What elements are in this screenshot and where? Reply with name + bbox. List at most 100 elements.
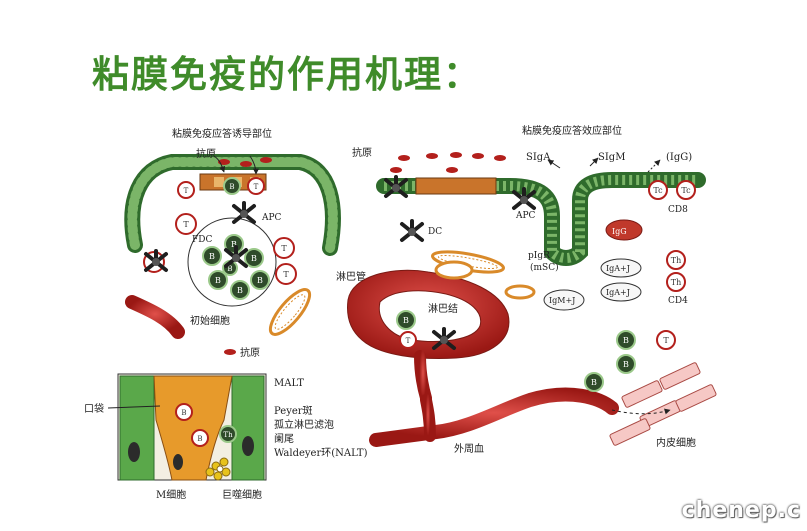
- lymphocyte-b: B: [202, 246, 222, 266]
- endothelial-cells: [609, 362, 717, 446]
- lymphocyte-letter: Th: [671, 256, 682, 265]
- siga-label: SIgA: [526, 152, 551, 163]
- lymphocyte-letter: T: [254, 183, 259, 191]
- lymphocyte-t: T: [175, 213, 197, 235]
- apc-cell: [144, 249, 168, 272]
- appendix-label: 阑尾: [274, 432, 294, 445]
- lymphocyte-t: T: [399, 331, 417, 349]
- lymphocyte-letter: B: [623, 360, 629, 369]
- antigen-label-bottom: 抗原: [240, 346, 260, 359]
- lymphocyte-letter: B: [215, 276, 221, 285]
- peyer-label: Peyer斑: [274, 404, 313, 417]
- lymphocyte-b: B: [175, 403, 193, 421]
- lymphocyte-th: Th: [666, 250, 686, 270]
- arrow: [589, 157, 599, 167]
- endothelial-label: 内皮细胞: [656, 436, 696, 449]
- malt-label: MALT: [274, 378, 304, 389]
- lymphocyte-letter: B: [231, 240, 237, 249]
- igg-label: (IgG): [666, 152, 692, 163]
- lymphocyte-letter: B: [227, 265, 232, 273]
- msc-label: (mSC): [530, 262, 559, 273]
- lymphocyte-b: B: [396, 310, 416, 330]
- page-title: 粘膜免疫的作用机理：: [92, 53, 482, 96]
- lymphocyte-letter: Tc: [681, 186, 691, 195]
- fdc-label: FDC: [192, 235, 212, 245]
- macrophage-icon: [205, 457, 231, 481]
- lymph-duct-label: 淋巴管: [336, 270, 366, 283]
- apc-nucleus: [392, 184, 400, 192]
- lymphocyte-b: B: [616, 354, 636, 374]
- apc-cell: [400, 219, 424, 242]
- lymphocyte-letter: B: [181, 409, 186, 417]
- immune-cells: TTTTBBBBBBBTBTTcTcThThTBBBBTBBTh: [143, 177, 696, 447]
- apc-nucleus: [232, 254, 240, 262]
- iga-j-cell-2: IgA+J: [600, 282, 642, 302]
- pocket-label: 口袋: [84, 402, 104, 415]
- lymphocyte-b: B: [208, 270, 228, 290]
- antigen-particle-bottom: [224, 349, 236, 355]
- apc-cell: [232, 201, 256, 224]
- lymphocyte-b: B: [250, 270, 270, 290]
- apc-nucleus: [408, 228, 416, 236]
- antigen-label-right: 抗原: [352, 146, 372, 159]
- igm-j-cell: IgM+J: [543, 289, 585, 311]
- watermark: chenep.c: [681, 498, 801, 523]
- m-cell-label: M细胞: [156, 488, 186, 501]
- sigm-label: SIgM: [598, 152, 625, 163]
- antigen-particles-right: [390, 152, 506, 173]
- lymphocyte-letter: Tc: [653, 186, 663, 195]
- arrow: [213, 155, 226, 173]
- cd8-label: CD8: [668, 205, 688, 215]
- macrophage-label: 巨噬细胞: [222, 488, 262, 501]
- peripheral-blood-vessel: [369, 387, 619, 447]
- lymphocyte-letter: B: [257, 276, 263, 285]
- cd4-label: CD4: [668, 296, 688, 306]
- lymphocyte-tc: Tc: [648, 180, 668, 200]
- lymphocyte-b: B: [230, 280, 250, 300]
- lymphocyte-t: T: [177, 181, 195, 199]
- igg-plasma-cell: IgG: [605, 219, 643, 241]
- apc-label-left: APC: [261, 213, 282, 223]
- isolated-follicle-label: 孤立淋巴滤泡: [274, 418, 334, 431]
- lymphocyte-b: B: [616, 330, 636, 350]
- peripheral-blood-label: 外周血: [454, 442, 484, 455]
- lymphocyte-letter: T: [283, 270, 289, 279]
- lymphocyte-letter: B: [237, 286, 243, 295]
- lymphocyte-t: T: [275, 263, 297, 285]
- apc-cell: [432, 327, 456, 350]
- lymphocyte-letter: T: [183, 220, 189, 229]
- lymphocyte-letter: T: [281, 244, 287, 253]
- apc-nucleus: [240, 210, 248, 218]
- lymphocyte-tc: Tc: [676, 180, 696, 200]
- lymphocyte-letter: B: [591, 378, 597, 387]
- lymphocyte-b: B: [244, 248, 264, 268]
- dc-label: DC: [428, 227, 442, 237]
- lymphocyte-letter: T: [406, 337, 411, 345]
- lymphocyte-t: T: [656, 330, 676, 350]
- apc-cell: [512, 187, 536, 210]
- iga-j-cell-1: IgA+J: [600, 258, 642, 278]
- lymphocyte-letter: Th: [223, 431, 233, 439]
- lymph-node-label: 淋巴结: [428, 302, 458, 315]
- lymphocyte-letter: Th: [671, 278, 682, 287]
- lymphocyte-b: B: [584, 372, 604, 392]
- blood-vessel-left: [125, 295, 185, 339]
- lymphocyte-t: T: [273, 237, 295, 259]
- pocket-pointer: [107, 405, 161, 409]
- apc-cell: [384, 175, 408, 198]
- lymphocyte-letter: B: [197, 435, 202, 443]
- arrow: [647, 159, 661, 173]
- waldeyer-label: Waldeyer环(NALT): [274, 448, 368, 459]
- lymphocyte-t: T: [247, 177, 265, 195]
- apc-nucleus: [440, 336, 448, 344]
- apc-cell: [224, 245, 248, 268]
- antigen-presenting-cells: [144, 175, 536, 350]
- epithelium-right: [376, 172, 706, 266]
- lymphocyte-th: Th: [666, 272, 686, 292]
- apc-nucleus: [520, 196, 528, 204]
- lymphocyte-b: B: [191, 429, 209, 447]
- iga-j-label-1: IgA+J: [606, 264, 630, 273]
- apc-nucleus: [152, 258, 160, 266]
